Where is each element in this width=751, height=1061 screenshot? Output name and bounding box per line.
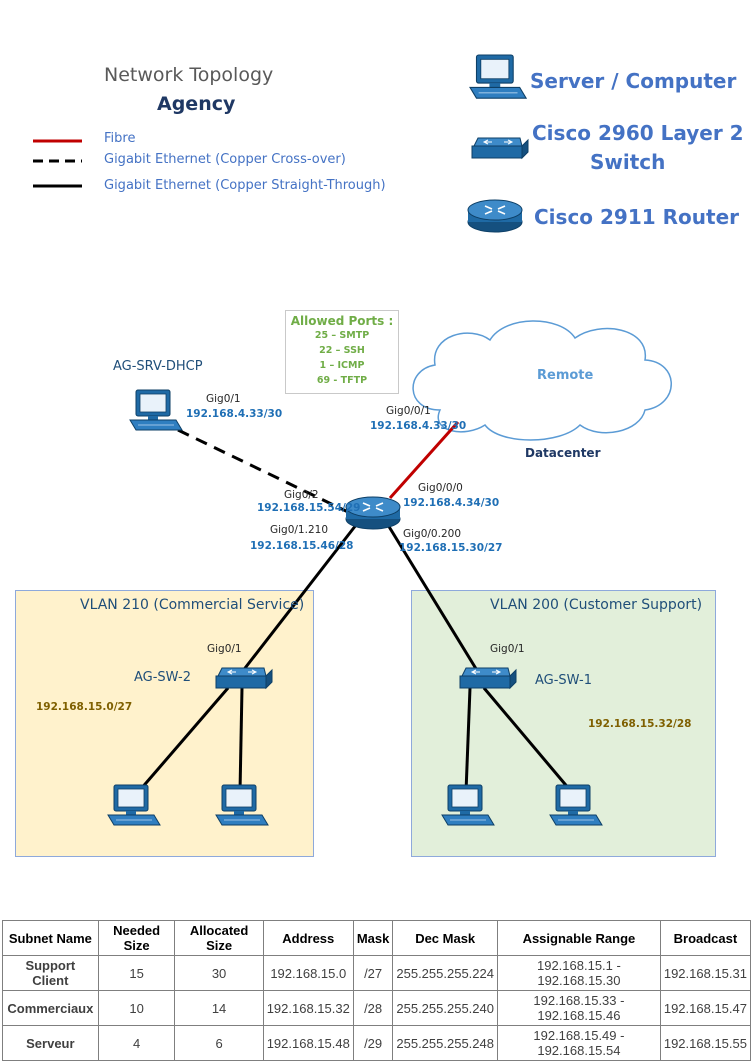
sw1-switch-icon[interactable] <box>459 667 517 689</box>
table-cell: 192.168.15.0 <box>262 955 354 991</box>
link-sw2-pc2 <box>238 687 244 793</box>
vlan210-subnet: 192.168.15.0/27 <box>36 701 133 713</box>
page-subtitle: Agency <box>157 93 236 115</box>
router-vlan200-ip: 192.168.15.30/27 <box>399 542 503 554</box>
table-cell: 30 <box>174 955 264 991</box>
dhcp-server-name: AG-SRV-DHCP <box>113 359 203 374</box>
vlan210-title: VLAN 210 (Commercial Service) <box>80 597 305 613</box>
router-wan-port: Gig0/0/0 <box>418 482 463 494</box>
table-cell: 192.168.15.47 <box>659 990 751 1026</box>
table-row: Commerciaux 10 14 192.168.15.32 /28 255.… <box>2 990 751 1026</box>
table-cell: /28 <box>352 990 394 1026</box>
table-cell: 255.255.255.224 <box>392 955 498 991</box>
vlan200-subnet: 192.168.15.32/28 <box>588 718 692 730</box>
cloud-caption: Datacenter <box>525 446 601 460</box>
legend-straight-label: Gigabit Ethernet (Copper Straight-Throug… <box>104 178 386 193</box>
key-router-label: Cisco 2911 Router <box>534 205 739 229</box>
cloud-label: Remote <box>537 368 594 383</box>
sw1-name: AG-SW-1 <box>535 673 592 688</box>
switch-icon <box>471 137 529 159</box>
allowed-ports-box: Allowed Ports : 25 – SMTP 22 – SSH 1 – I… <box>285 310 399 394</box>
col-needed-size: Needed Size <box>97 920 176 956</box>
link-sw2-pc1 <box>138 687 230 791</box>
router-vlan210-port: Gig0/1.210 <box>270 524 328 536</box>
col-address: Address <box>262 920 354 956</box>
table-cell: 192.168.15.33 - 192.168.15.46 <box>496 990 661 1026</box>
table-header-row: Subnet Name Needed Size Allocated Size A… <box>2 920 751 956</box>
key-switch-label-line2: Switch <box>590 150 666 174</box>
sw2-name: AG-SW-2 <box>134 670 191 685</box>
router-dhcp-port: Gig0/2 <box>284 489 319 501</box>
key-server-label: Server / Computer <box>530 69 737 93</box>
router-icon <box>467 199 523 233</box>
sw2-port: Gig0/1 <box>207 643 242 655</box>
col-allocated-size: Allocated Size <box>174 920 264 956</box>
table-cell: 15 <box>97 955 176 991</box>
table-cell: Serveur <box>2 1025 99 1061</box>
link-sw1-pc4 <box>482 687 572 791</box>
link-router-sw1 <box>386 524 480 673</box>
table-row: Support Client 15 30 192.168.15.0 /27 25… <box>2 955 751 991</box>
col-subnet-name: Subnet Name <box>2 920 99 956</box>
vlan200-pc1-computer-icon[interactable] <box>441 784 495 826</box>
allowed-ports-title: Allowed Ports : <box>290 314 394 328</box>
router-vlan200-port: Gig0/0.200 <box>403 528 461 540</box>
table-row: Serveur 4 6 192.168.15.48 /29 255.255.25… <box>2 1025 751 1061</box>
key-switch-label-line1: Cisco 2960 Layer 2 <box>532 121 744 145</box>
page-title: Network Topology <box>104 64 274 86</box>
table-cell: 6 <box>174 1025 264 1061</box>
allowed-port-item: 25 – SMTP <box>314 330 370 341</box>
vlan210-pc2-computer-icon[interactable] <box>215 784 269 826</box>
table-cell: 255.255.255.248 <box>392 1025 498 1061</box>
dhcp-server-port: Gig0/1 <box>206 393 241 405</box>
table-cell: /29 <box>352 1025 394 1061</box>
sw1-port: Gig0/1 <box>490 643 525 655</box>
topology-canvas <box>33 54 672 826</box>
link-router-remote <box>388 420 460 500</box>
legend-crossover-label: Gigabit Ethernet (Copper Cross-over) <box>104 152 346 167</box>
table-cell: /27 <box>352 955 394 991</box>
table-cell: Commerciaux <box>2 990 99 1026</box>
router-remote-ip: 192.168.4.33/30 <box>370 420 467 432</box>
router-dhcp-ip: 192.168.15.54/29 <box>257 502 361 514</box>
legend-fibre-label: Fibre <box>104 131 136 146</box>
table-cell: 192.168.15.55 <box>659 1025 751 1061</box>
link-router-sw2 <box>240 524 358 673</box>
col-dec-mask: Dec Mask <box>392 920 498 956</box>
allowed-port-item: 22 – SSH <box>319 345 365 356</box>
table-cell: 192.168.15.32 <box>262 990 354 1026</box>
router-vlan210-ip: 192.168.15.46/28 <box>250 540 354 552</box>
table-cell: 10 <box>97 990 176 1026</box>
sw2-switch-icon[interactable] <box>215 667 273 689</box>
col-broadcast: Broadcast <box>659 920 751 956</box>
table-cell: 4 <box>97 1025 176 1061</box>
table-cell: 192.168.15.49 - 192.168.15.54 <box>496 1025 661 1061</box>
link-sw1-pc3 <box>464 687 472 793</box>
link-router-dhcp <box>177 428 349 514</box>
vlan-210-zone <box>15 590 314 857</box>
allowed-port-item: 1 – ICMP <box>319 360 365 371</box>
col-mask: Mask <box>352 920 394 956</box>
table-cell: 192.168.15.31 <box>659 955 751 991</box>
cloud-icon <box>412 320 672 441</box>
computer-icon <box>469 54 527 99</box>
dhcp-server-computer-icon[interactable] <box>129 389 183 431</box>
allowed-port-item: 69 - TFTP <box>316 375 368 386</box>
router-remote-port: Gig0/0/1 <box>386 405 431 417</box>
vlan200-title: VLAN 200 (Customer Support) <box>490 597 703 613</box>
table-cell: Support Client <box>2 955 99 991</box>
col-assignable-range: Assignable Range <box>496 920 661 956</box>
subnet-table: Subnet Name Needed Size Allocated Size A… <box>2 920 751 1061</box>
router-wan-ip: 192.168.4.34/30 <box>403 497 500 509</box>
dhcp-server-ip: 192.168.4.33/30 <box>186 408 283 420</box>
table-cell: 14 <box>174 990 264 1026</box>
table-cell: 192.168.15.1 - 192.168.15.30 <box>496 955 661 991</box>
vlan210-pc1-computer-icon[interactable] <box>107 784 161 826</box>
table-cell: 192.168.15.48 <box>262 1025 354 1061</box>
vlan200-pc2-computer-icon[interactable] <box>549 784 603 826</box>
table-cell: 255.255.255.240 <box>392 990 498 1026</box>
